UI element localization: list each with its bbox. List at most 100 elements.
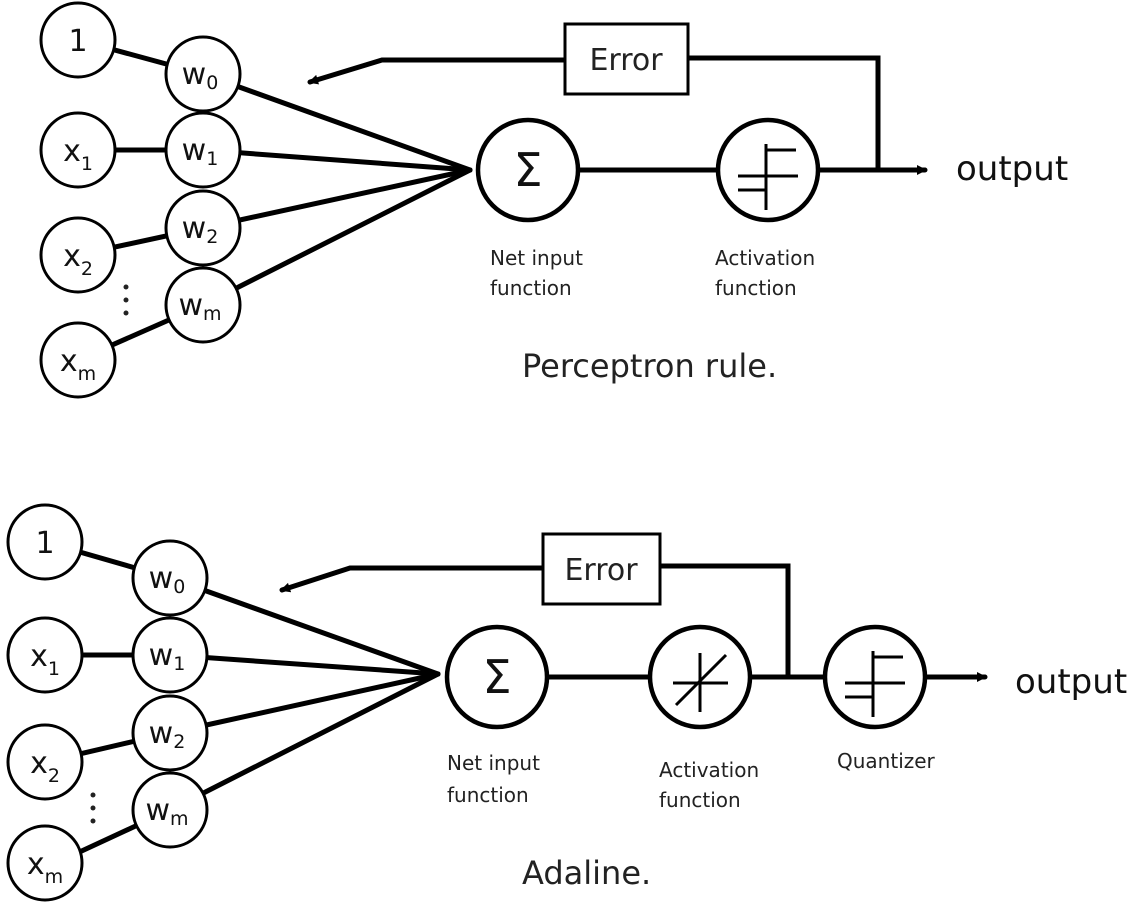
perceptron-caption: Perceptron rule. xyxy=(522,347,777,385)
input-node-x1: x1 xyxy=(39,111,117,189)
svg-text:x2: x2 xyxy=(63,239,93,280)
weight-subscript: m xyxy=(203,303,222,325)
input-ellipsis xyxy=(90,792,96,824)
w0-to-sum-line xyxy=(167,575,441,677)
wm-to-sum-line xyxy=(200,167,473,308)
w1-to-sum-line xyxy=(167,652,441,677)
weight-label: w xyxy=(182,133,207,168)
input-node-bias: 1 xyxy=(39,1,117,79)
input-subscript: 1 xyxy=(81,153,93,175)
input-subscript: 2 xyxy=(48,765,60,787)
error-label: Error xyxy=(564,553,638,588)
input-label-bias: 1 xyxy=(68,24,87,59)
weight-node-w0: w0 xyxy=(131,539,209,617)
svg-text:x2: x2 xyxy=(30,746,60,787)
net-input-label-line1: Net input xyxy=(447,751,540,775)
input-label: x xyxy=(63,239,81,274)
w0-to-sum-line xyxy=(200,71,473,173)
activation-label-line1: Activation xyxy=(659,758,759,782)
weight-subscript: 1 xyxy=(206,148,218,170)
svg-text:wm: wm xyxy=(178,288,221,325)
sum-symbol: Σ xyxy=(482,650,511,704)
weight-node-w2: w2 xyxy=(164,189,242,267)
weight-subscript: 0 xyxy=(173,576,185,598)
error-return-arrow xyxy=(307,57,568,85)
weight-label: w xyxy=(149,561,174,596)
weight-node-w0: w0 xyxy=(164,35,242,113)
w1-to-sum-line xyxy=(200,147,473,173)
svg-text:w0: w0 xyxy=(149,561,186,598)
input-label: x xyxy=(30,746,48,781)
weight-node-w1: w1 xyxy=(131,616,209,694)
weight-node-w1: w1 xyxy=(164,111,242,189)
weight-subscript: m xyxy=(170,808,189,830)
input-subscript: m xyxy=(78,363,97,385)
error-box: Error xyxy=(541,532,662,606)
input-subscript: 1 xyxy=(48,658,60,680)
net-input-node: Σ xyxy=(475,117,581,223)
svg-text:w1: w1 xyxy=(149,638,186,675)
weight-subscript: 1 xyxy=(173,653,185,675)
weight-subscript: 0 xyxy=(206,72,218,94)
weight-node-wm: wm xyxy=(164,266,242,344)
weight-label: w xyxy=(149,638,174,673)
step-function-icon xyxy=(738,144,798,210)
wm-to-sum-line xyxy=(167,671,441,813)
input-node-x1: x1 xyxy=(6,616,84,694)
svg-text:w2: w2 xyxy=(182,211,219,248)
activation-node xyxy=(647,624,753,730)
error-box: Error xyxy=(563,22,690,96)
weight-subscript: 2 xyxy=(173,731,185,753)
linear-function-icon xyxy=(673,653,728,712)
input-node-x2: x2 xyxy=(6,723,84,801)
input-label: x xyxy=(30,639,48,674)
svg-text:w0: w0 xyxy=(182,57,219,94)
w2-to-sum-line xyxy=(200,167,473,231)
weight-label: w xyxy=(182,211,207,246)
svg-text:wm: wm xyxy=(145,793,188,830)
adaline-caption: Adaline. xyxy=(522,854,651,892)
weight-node-w2: w2 xyxy=(131,694,209,772)
weight-label: w xyxy=(149,716,174,751)
svg-text:x1: x1 xyxy=(30,639,60,680)
input-label: x xyxy=(60,344,78,379)
adaline-diagram: 1 x1 x2 xm w0 xyxy=(6,503,1127,902)
output-label: output xyxy=(1015,662,1127,702)
input-subscript: 2 xyxy=(81,258,93,280)
activation-node xyxy=(715,117,821,223)
svg-text:x1: x1 xyxy=(63,134,93,175)
net-input-label-line2: function xyxy=(490,276,572,300)
input-node-bias: 1 xyxy=(6,503,84,581)
output-label: output xyxy=(956,149,1068,189)
net-input-label-line2: function xyxy=(447,783,529,807)
weight-node-wm: wm xyxy=(131,771,209,849)
input-ellipsis xyxy=(123,284,129,316)
input-node-xm: xm xyxy=(39,321,117,399)
quantizer-label: Quantizer xyxy=(837,749,936,773)
input-label: x xyxy=(63,134,81,169)
error-feedback-line xyxy=(657,563,791,680)
svg-text:w1: w1 xyxy=(182,133,219,170)
net-input-node: Σ xyxy=(444,624,550,730)
w2-to-sum-line xyxy=(167,671,441,736)
activation-label-line1: Activation xyxy=(715,246,815,270)
weight-label: w xyxy=(182,57,207,92)
sum-symbol: Σ xyxy=(513,143,542,197)
weight-label: w xyxy=(178,288,203,323)
weight-label: w xyxy=(145,793,170,828)
step-function-icon xyxy=(845,651,905,717)
activation-label-line2: function xyxy=(659,788,741,812)
net-input-label-line1: Net input xyxy=(490,246,583,270)
input-node-x2: x2 xyxy=(39,216,117,294)
svg-text:w2: w2 xyxy=(149,716,186,753)
input-subscript: m xyxy=(45,866,64,888)
perceptron-diagram: 1 x1 x2 xm xyxy=(39,1,1068,399)
error-label: Error xyxy=(589,43,663,78)
error-feedback-line xyxy=(685,55,881,173)
svg-text:xm: xm xyxy=(60,344,96,385)
error-return-arrow xyxy=(279,565,546,593)
quantizer-node xyxy=(822,624,928,730)
input-label-bias: 1 xyxy=(35,526,54,561)
weight-subscript: 2 xyxy=(206,226,218,248)
